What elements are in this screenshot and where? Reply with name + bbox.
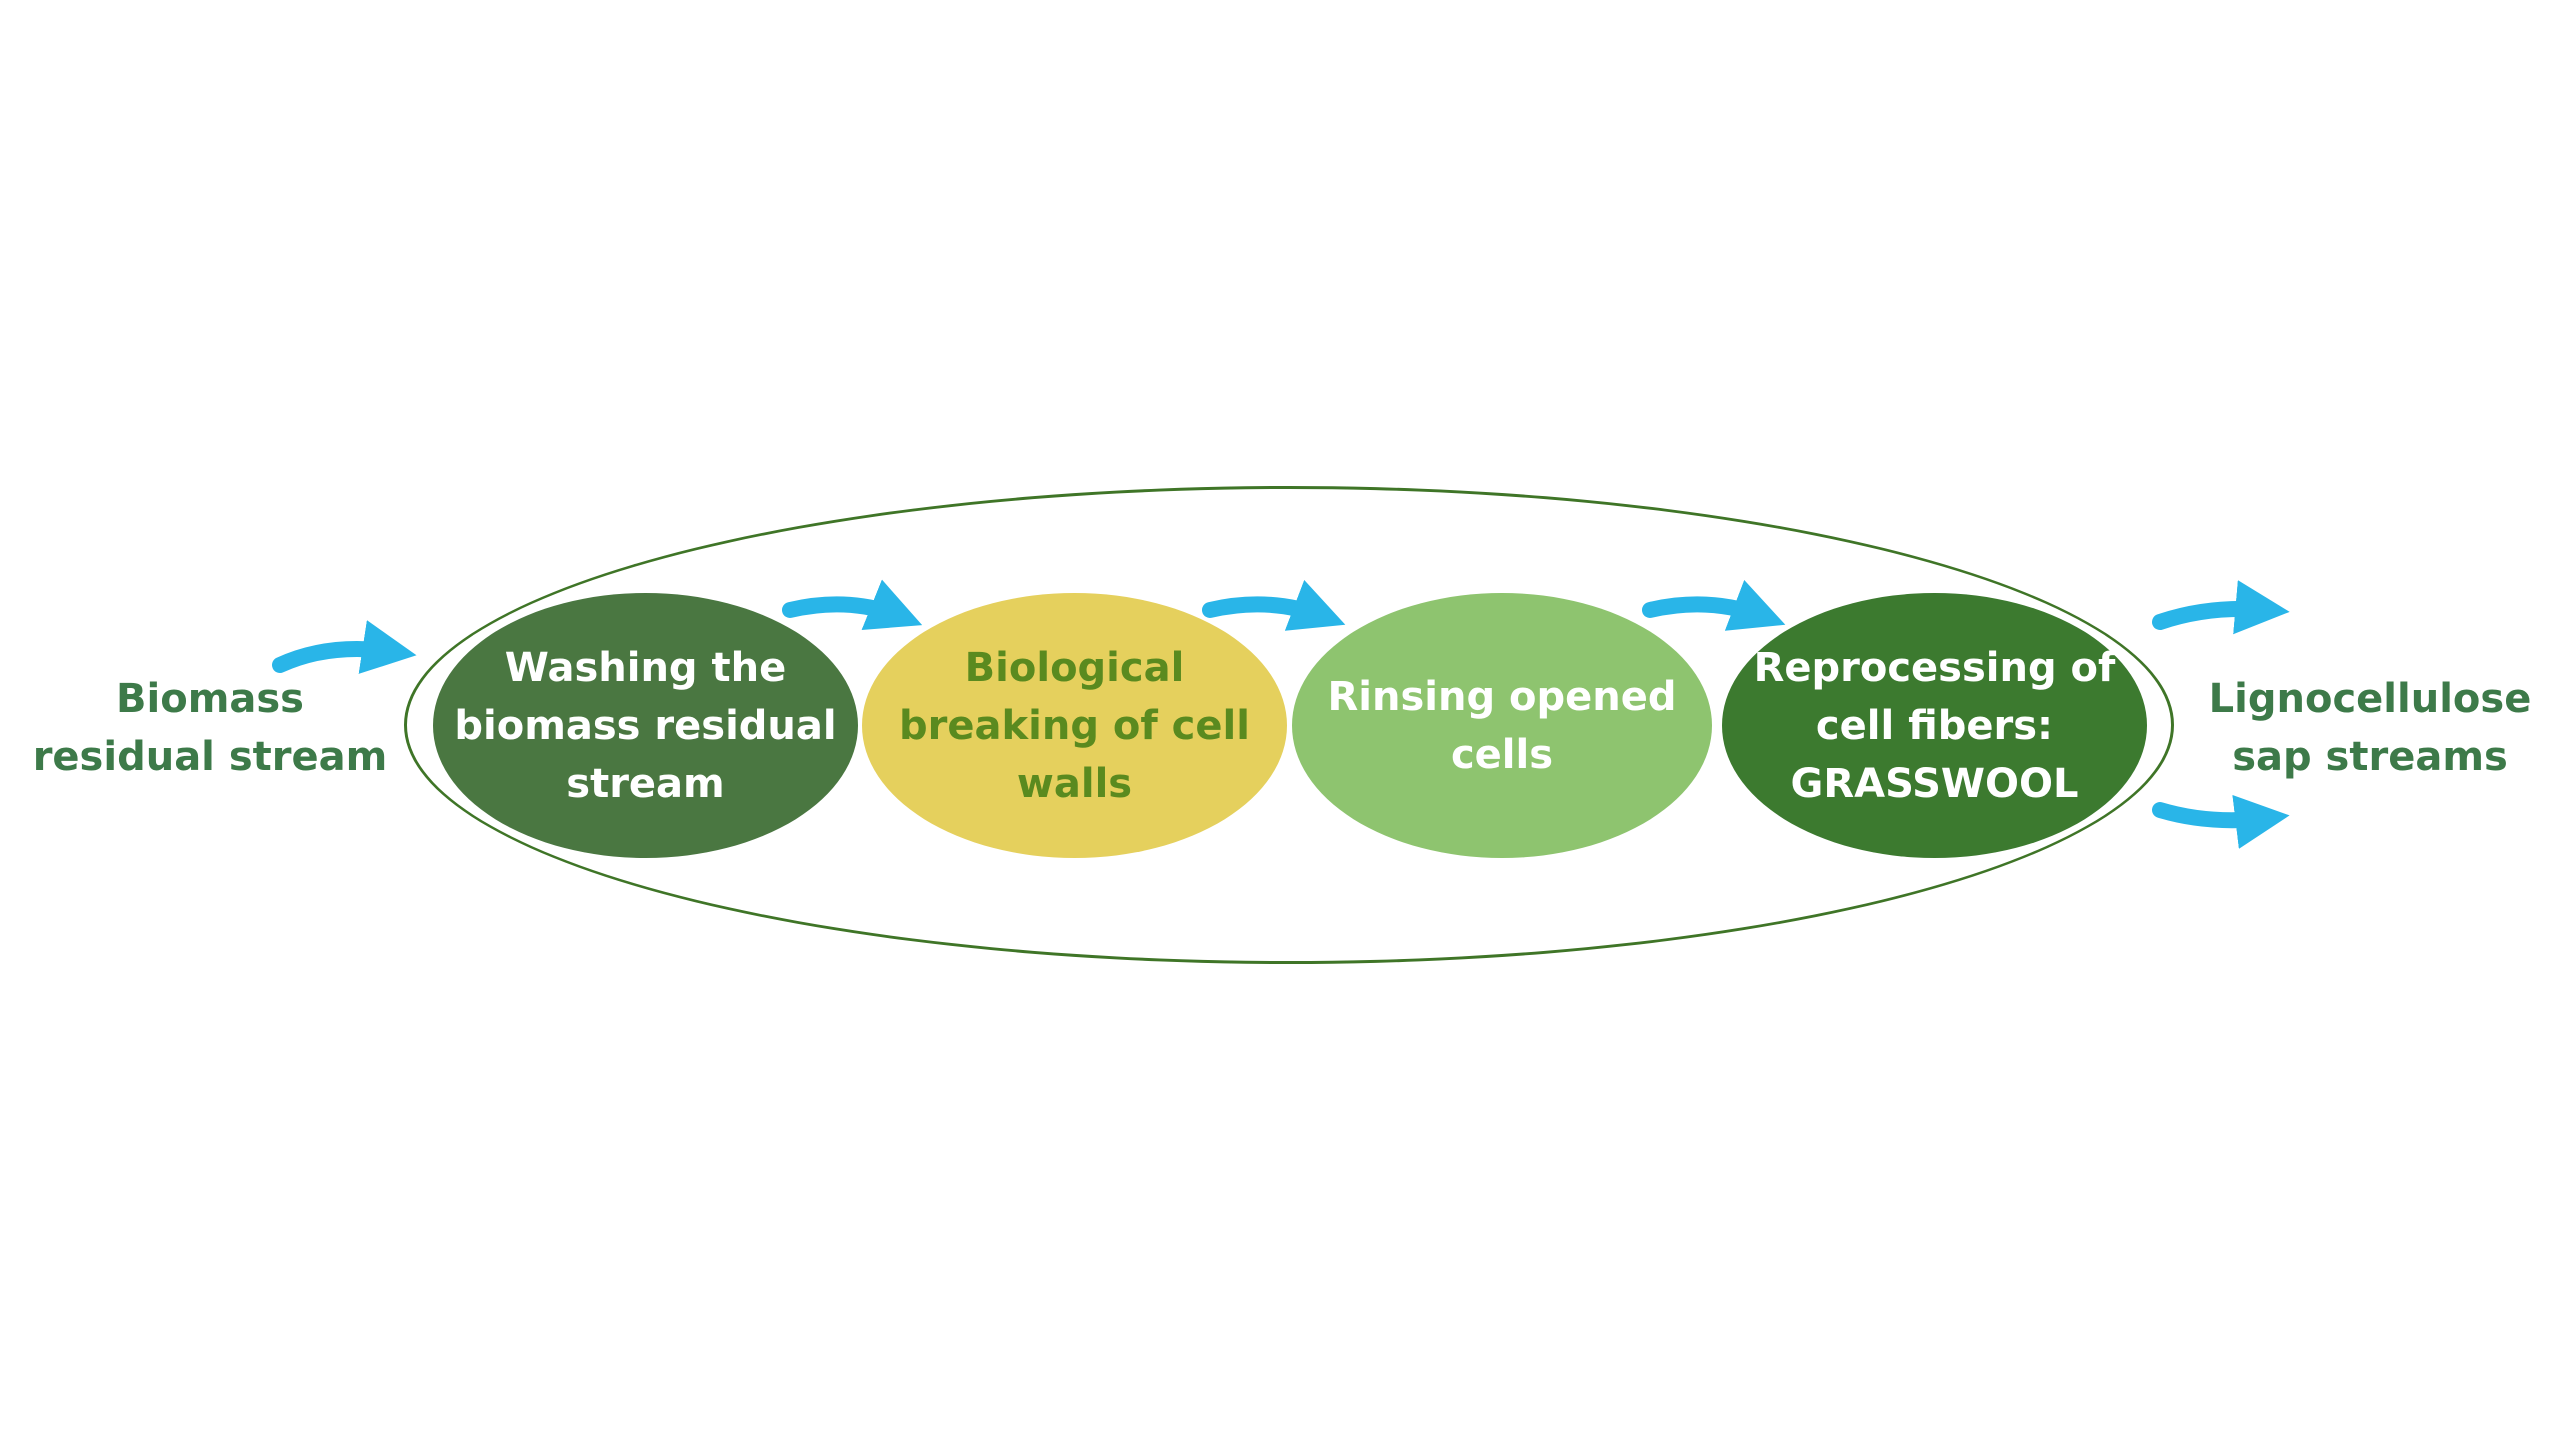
- output-arrow-bottom: [2152, 794, 2290, 849]
- output-arrow-top: [2152, 580, 2290, 635]
- input-label: Biomass residual stream: [32, 676, 388, 780]
- step-rinsing: Rinsing opened cells: [1292, 593, 1712, 858]
- step-biological-breaking: Biological breaking of cell walls: [862, 593, 1287, 858]
- step-reprocessing: Reprocessing of cell fibers: GRASSWOOL: [1722, 593, 2147, 858]
- input-arrow: [272, 620, 417, 674]
- step-washing: Washing the biomass residual stream: [433, 593, 858, 858]
- process-boundary-ellipse: [404, 486, 2174, 964]
- output-label: Lignocellulose sap streams: [2208, 676, 2532, 780]
